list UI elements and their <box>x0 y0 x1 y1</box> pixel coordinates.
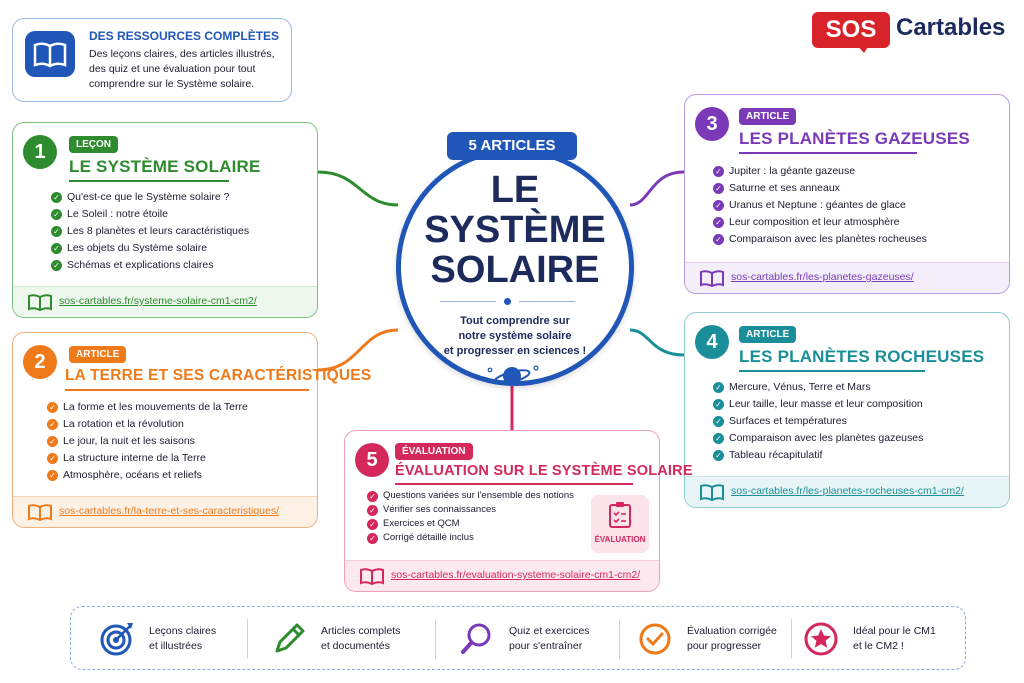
book-icon <box>700 270 724 287</box>
list-item: ✓Tableau récapitulatif <box>713 447 923 464</box>
card-title: LA TERRE ET SES CARACTÉRISTIQUES <box>65 367 372 384</box>
book-icon <box>28 504 52 521</box>
list-item: ✓La forme et les mouvements de la Terre <box>47 399 248 416</box>
card-footer: sos-cartables.fr/les-planetes-gazeuses/ <box>685 262 1009 293</box>
magnifier-icon <box>461 623 491 654</box>
card-number: 1 <box>23 135 57 169</box>
card-article-rocky-planets: 4 ARTICLE LES PLANÈTES ROCHEUSES ✓Mercur… <box>684 312 1010 508</box>
list-item: ✓Comparaison avec les planètes rocheuses <box>713 231 927 248</box>
card-link[interactable]: sos-cartables.fr/systeme-solaire-cm1-cm2… <box>59 295 257 307</box>
list-item: ✓Questions variées sur l'ensemble des no… <box>367 489 574 503</box>
evaluation-badge: ÉVALUATION <box>591 495 649 553</box>
list-item: ✓Saturne et ses anneaux <box>713 180 927 197</box>
card-footer: sos-cartables.fr/evaluation-systeme-sola… <box>345 560 659 591</box>
card-items: ✓Questions variées sur l'ensemble des no… <box>367 489 574 545</box>
card-number: 3 <box>695 107 729 141</box>
star-icon <box>804 622 838 656</box>
list-item: ✓Corrigé détaillé inclus <box>367 531 574 545</box>
info-title: DES RESSOURCES COMPLÈTES <box>89 29 280 43</box>
check-circle-icon <box>639 623 671 655</box>
logo-name: Cartables <box>896 14 1006 41</box>
list-item: ✓Surfaces et températures <box>713 413 923 430</box>
card-link[interactable]: sos-cartables.fr/les-planetes-rocheuses-… <box>731 485 964 497</box>
list-item: ✓Le jour, la nuit et les saisons <box>47 433 248 450</box>
card-tag: LEÇON <box>69 136 118 153</box>
card-number: 5 <box>355 443 389 477</box>
list-item: ✓Les objets du Système solaire <box>51 240 249 257</box>
card-items: ✓Mercure, Vénus, Terre et Mars ✓Leur tai… <box>713 379 923 464</box>
card-footer: sos-cartables.fr/systeme-solaire-cm1-cm2… <box>13 286 317 317</box>
card-article-gas-planets: 3 ARTICLE LES PLANÈTES GAZEUSES ✓Jupiter… <box>684 94 1010 294</box>
list-item: ✓Atmosphère, océans et reliefs <box>47 467 248 484</box>
list-item: ✓Comparaison avec les planètes gazeuses <box>713 430 923 447</box>
list-item: ✓Mercure, Vénus, Terre et Mars <box>713 379 923 396</box>
divider-dot <box>504 298 511 305</box>
book-icon <box>360 568 384 585</box>
info-description: Des leçons claires, des articles illustr… <box>89 48 275 90</box>
list-item: ✓La rotation et la révolution <box>47 416 248 433</box>
list-item: ✓Jupiter : la géante gazeuse <box>713 163 927 180</box>
main-title: LE SYSTÈME SOLAIRE <box>424 169 606 291</box>
center-subtitle: Tout comprendre sur notre système solair… <box>443 315 587 357</box>
card-title: ÉVALUATION SUR LE SYSTÈME SOLAIRE <box>395 463 693 479</box>
card-title: LES PLANÈTES ROCHEUSES <box>739 347 985 366</box>
list-item: ✓Exercices et QCM <box>367 517 574 531</box>
articles-ribbon: 5 ARTICLES <box>447 132 577 160</box>
card-items: ✓La forme et les mouvements de la Terre … <box>47 399 248 484</box>
list-item: ✓Qu'est-ce que le Système solaire ? <box>51 189 249 206</box>
list-item: ✓Schémas et explications claires <box>51 257 249 274</box>
card-title: LE SYSTÈME SOLAIRE <box>69 157 261 176</box>
card-tag: ARTICLE <box>739 326 797 343</box>
card-items: ✓Jupiter : la géante gazeuse ✓Saturne et… <box>713 163 927 248</box>
list-item: ✓Les 8 planètes et leurs caractéristique… <box>51 223 249 240</box>
planet-icon <box>487 365 540 385</box>
card-tag: ÉVALUATION <box>395 443 473 460</box>
list-item: ✓Vérifier ses connaissances <box>367 503 574 517</box>
card-number: 2 <box>23 345 57 379</box>
card-footer: sos-cartables.fr/les-planetes-rocheuses-… <box>685 476 1009 507</box>
card-link[interactable]: sos-cartables.fr/la-terre-et-ses-caracte… <box>59 505 279 517</box>
card-link[interactable]: sos-cartables.fr/les-planetes-gazeuses/ <box>731 271 914 283</box>
card-tag: ARTICLE <box>69 346 127 363</box>
book-icon <box>700 484 724 501</box>
badge-label: ÉVALUATION <box>594 535 646 544</box>
card-title: LES PLANÈTES GAZEUSES <box>739 129 970 148</box>
card-number: 4 <box>695 325 729 359</box>
list-item: ✓La structure interne de la Terre <box>47 450 248 467</box>
list-item: ✓Leur taille, leur masse et leur composi… <box>713 396 923 413</box>
card-article-earth: 2 ARTICLE LA TERRE ET SES CARACTÉRISTIQU… <box>12 332 371 528</box>
card-link[interactable]: sos-cartables.fr/evaluation-systeme-sola… <box>391 569 641 581</box>
card-items: ✓Qu'est-ce que le Système solaire ? ✓Le … <box>51 189 249 274</box>
target-icon <box>100 623 133 656</box>
card-tag: ARTICLE <box>739 108 797 125</box>
card-footer: sos-cartables.fr/la-terre-et-ses-caracte… <box>13 496 317 527</box>
resources-info-box: DES RESSOURCES COMPLÈTES Des leçons clai… <box>12 18 292 102</box>
list-item: ✓Uranus et Neptune : géantes de glace <box>713 197 927 214</box>
clipboard-icon <box>609 502 631 528</box>
brand-logo[interactable]: SOS Cartables <box>812 10 1012 54</box>
list-item: ✓Le Soleil : notre étoile <box>51 206 249 223</box>
card-evaluation: 5 ÉVALUATION ÉVALUATION SUR LE SYSTÈME S… <box>344 430 693 592</box>
logo-sos: SOS <box>812 12 890 48</box>
card-lesson-solar-system: 1 LEÇON LE SYSTÈME SOLAIRE ✓Qu'est-ce qu… <box>12 122 318 318</box>
book-icon <box>28 294 52 311</box>
list-item: ✓Leur composition et leur atmosphère <box>713 214 927 231</box>
book-icon <box>25 31 75 77</box>
pencil-icon <box>275 623 305 653</box>
center-circle <box>396 148 634 386</box>
